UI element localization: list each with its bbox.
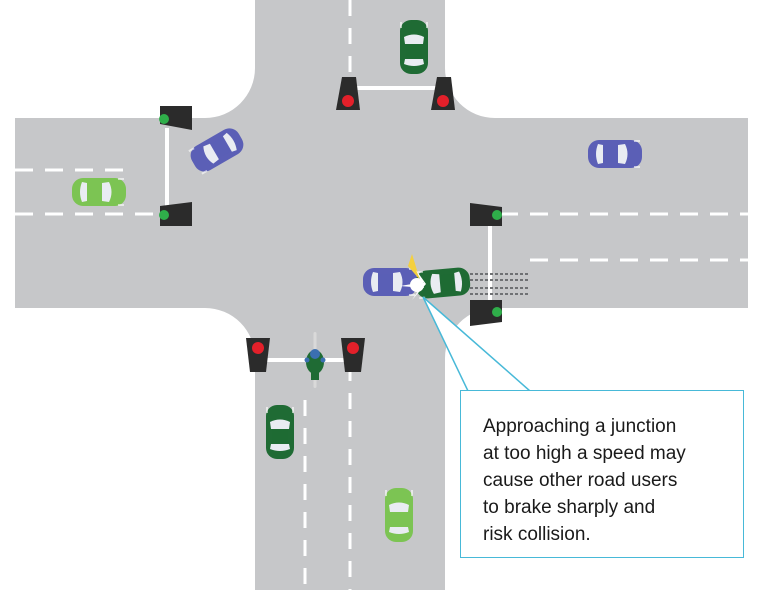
car-centre-blue-collision (363, 268, 417, 296)
traffic-light-icon (437, 95, 449, 107)
traffic-light-north-right (431, 77, 455, 110)
traffic-light-icon (252, 342, 264, 354)
traffic-light-icon (159, 114, 169, 124)
road-markings (15, 0, 748, 590)
callout-line: risk collision. (483, 524, 591, 545)
traffic-light-east-bottom (470, 300, 502, 326)
callout-line: cause other road users (483, 470, 678, 491)
collision-flash-icon (400, 254, 426, 300)
traffic-light-icon (492, 307, 502, 317)
traffic-light-west-top (159, 106, 192, 130)
callout-line: Approaching a junction (483, 416, 677, 437)
callout-line: at too high a speed may (483, 443, 686, 464)
car-east-blue (588, 140, 642, 168)
traffic-light-north-left (336, 77, 360, 110)
callout-box: Approaching a junction at too high a spe… (460, 390, 744, 558)
callout-line: to brake sharply and (483, 497, 656, 518)
traffic-light-icon (159, 210, 169, 220)
skid-marks (470, 273, 530, 295)
traffic-light-icon (342, 95, 354, 107)
car-north-dark-green (400, 20, 428, 74)
car-south-dark-green (266, 405, 294, 459)
car-south-light-green (385, 488, 413, 542)
traffic-light-south-right (341, 338, 365, 372)
cyclist-icon (304, 332, 326, 388)
traffic-light-icon (347, 342, 359, 354)
traffic-light-west-bottom (159, 202, 192, 226)
traffic-light-south-left (246, 338, 270, 372)
traffic-light-icon (492, 210, 502, 220)
car-west-light-green (72, 178, 126, 206)
traffic-light-east-top (470, 203, 502, 226)
